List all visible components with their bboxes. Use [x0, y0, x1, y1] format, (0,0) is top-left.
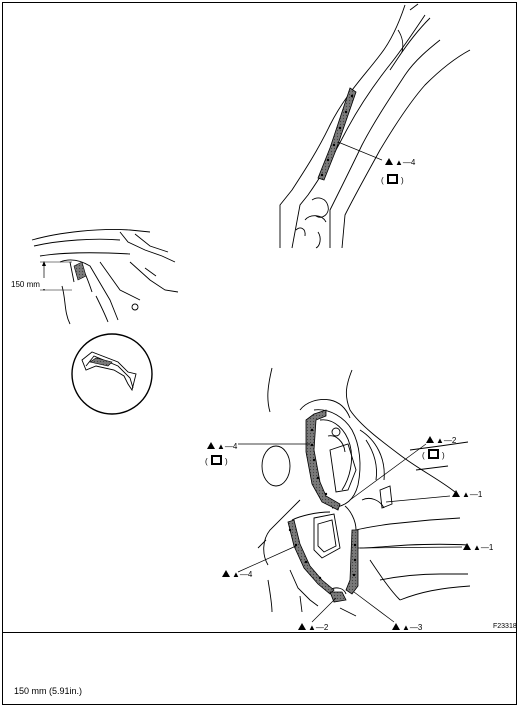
callout-label: ▲—1 — [462, 490, 483, 499]
callout-right-lower: ▲—1 — [463, 543, 494, 552]
leader-lines — [237, 443, 463, 623]
sealer-warning-icon — [452, 490, 460, 497]
caption-divider — [2, 632, 517, 633]
quarter-panel-drawing — [257, 367, 471, 617]
callout-label: ▲—4 — [232, 570, 253, 579]
sealer-warning-icon — [392, 623, 400, 630]
callout-label: ▲—2 — [308, 623, 329, 632]
callout-label: ▲—1 — [473, 543, 494, 552]
dimension-150mm: 150 mm — [10, 261, 72, 291]
callout-left-lower: ▲—4 — [222, 570, 253, 579]
roof-rail-drawing — [31, 229, 179, 325]
figure-code: F23318 — [493, 623, 517, 630]
section-detail-circle — [71, 333, 153, 415]
sealer-warning-icon — [222, 570, 230, 577]
callout-upper-pillar: ▲—4 ( ) — [381, 158, 416, 185]
quarter-sealer-rear — [345, 529, 359, 595]
sealer-warning-icon — [426, 436, 434, 443]
svg-text:): ) — [442, 451, 445, 460]
quarter-sealer-bottom — [329, 591, 347, 603]
sealer-warning-icon — [207, 442, 215, 449]
callout-bottom-left: ▲—2 — [298, 623, 329, 632]
svg-text:(: ( — [205, 457, 208, 466]
sealer-warning-icon — [463, 543, 471, 550]
callout-bottom-right: ▲—3 — [392, 623, 423, 632]
svg-text:): ) — [401, 176, 404, 185]
callout-label: ▲—4 — [395, 158, 416, 167]
callout-label: ▲—3 — [402, 623, 423, 632]
sealer-application-diagram: ▲—4 ( ) 150 mm — [10, 3, 517, 632]
sealer-warning-icon — [298, 623, 306, 630]
callout-left-mid: ▲—4 ( ) — [205, 442, 238, 466]
quarter-sealer-lower — [287, 519, 335, 595]
callout-label: ▲—2 — [436, 436, 457, 445]
upper-pillar-drawing — [279, 3, 471, 249]
quarter-sealer-upper — [305, 409, 341, 511]
svg-text:(: ( — [422, 451, 425, 460]
callout-right-mid: ▲—1 — [452, 490, 483, 499]
svg-text:(: ( — [381, 176, 384, 185]
roof-rail-sealer — [73, 261, 87, 281]
callout-label: ▲—4 — [217, 442, 238, 451]
callout-right-top: ▲—2 ( ) — [422, 436, 457, 460]
upper-sealer-bead — [317, 87, 357, 181]
dimension-note: 150 mm (5.91in.) — [14, 686, 83, 696]
dimension-label: 150 mm — [11, 280, 40, 289]
svg-text:): ) — [225, 457, 228, 466]
